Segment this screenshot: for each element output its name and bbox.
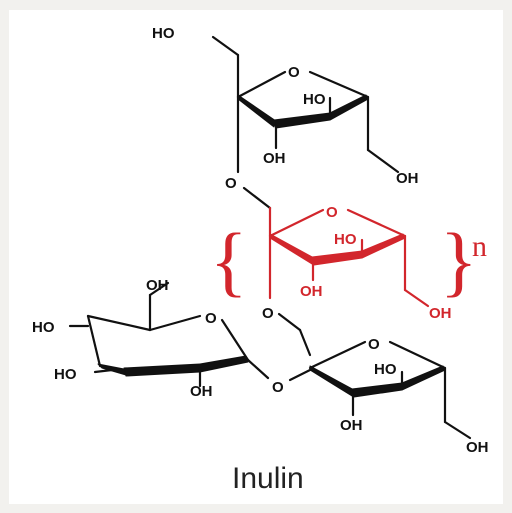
bottom-fructose-ring: O HO OH OH xyxy=(308,336,489,456)
bottom-c3-oh-label: OH xyxy=(340,417,363,434)
top-ch2-oh-bond xyxy=(211,35,240,57)
red-ch2-oh-bond xyxy=(403,288,430,308)
red-c3-oh-label: OH xyxy=(300,283,323,300)
right-brace: } xyxy=(440,217,477,304)
top-glycosidic-oxygen-label: O xyxy=(225,175,237,192)
red-c4-ho-label: HO xyxy=(334,231,357,248)
glucose-ch2-oh-bond xyxy=(148,281,170,297)
glucose-wedge-bottom-right xyxy=(199,355,249,373)
top-c6-oh-label: OH xyxy=(396,170,419,187)
top-o-to-red-ch2-bond xyxy=(242,186,272,210)
repeating-fructose-unit: { } n O HO OH OH xyxy=(210,204,487,322)
top-ho-label: HO xyxy=(152,25,175,42)
glucose-c4-ho-label: HO xyxy=(32,319,55,336)
top-ring-wedge-front xyxy=(273,112,331,129)
glucose-top-right-bond xyxy=(148,314,202,332)
glucose-top-left-bond xyxy=(86,314,152,332)
bottom-ch2-oh-bond xyxy=(443,420,472,440)
bottom-ch2-bond xyxy=(298,328,312,357)
diagram-card xyxy=(9,10,503,504)
bottom-ring-back-left-bond xyxy=(308,340,367,370)
bottom-ring-back-right-bond xyxy=(388,340,447,370)
glucose-ring-oxygen-label: O xyxy=(205,310,217,327)
bottom-ring-oxygen-label: O xyxy=(368,336,380,353)
top-c3-oh-label: OH xyxy=(263,150,286,167)
top-ch2-oh2-bond xyxy=(366,148,400,174)
top-ring-wedge-right xyxy=(329,94,369,121)
bottom-c6-oh-label: OH xyxy=(466,439,489,456)
top-ring-back-right-bond xyxy=(308,70,370,99)
red-ring-wedge-left xyxy=(269,233,315,265)
glucose-c3-oh-bond xyxy=(93,368,114,374)
red-ring-back-right-bond xyxy=(346,208,407,238)
bottom-ring-wedge-left xyxy=(309,365,355,397)
glucose-c1-o-bond xyxy=(246,358,270,380)
red-ring-back-left-bond xyxy=(268,208,325,238)
top-fructose-ring: HO O HO OH OH O xyxy=(152,25,419,192)
red-ring-wedge-right xyxy=(361,233,406,259)
red-c6-oh-label: OH xyxy=(429,305,452,322)
top-c4-ho-label: HO xyxy=(303,91,326,108)
red-ring-wedge-front xyxy=(311,250,363,266)
middle-glycosidic-oxygen-label: O xyxy=(262,305,274,322)
top-ring-wedge-left xyxy=(237,94,277,128)
diagram-title: Inulin xyxy=(232,462,304,495)
glucose-left-vertical-bond xyxy=(86,314,102,368)
glucose-c3-ho-label: HO xyxy=(54,366,77,383)
glucose-wedge-bottom xyxy=(123,363,201,377)
glucose-c2-oh-label: OH xyxy=(190,383,213,400)
bottom-ring-wedge-right xyxy=(401,365,446,391)
bottom-c4-ho-label: HO xyxy=(374,361,397,378)
middle-o-to-ch2-bond xyxy=(277,312,302,332)
top-ring-oxygen-label: O xyxy=(288,64,300,81)
bottom-ring-wedge-front xyxy=(351,382,403,398)
glucose-ring: OH O HO HO OH O xyxy=(32,277,312,400)
top-ring-back-left-bond xyxy=(236,70,287,99)
glucose-ring-o-right-bond xyxy=(220,318,250,362)
repeat-count-label: n xyxy=(472,230,487,263)
left-brace: { xyxy=(210,217,247,304)
glucose-c6-oh-label: OH xyxy=(146,277,169,294)
o-to-fructose-c2-bond xyxy=(288,368,312,382)
red-ring-oxygen-label: O xyxy=(326,204,338,221)
sucrose-glycosidic-oxygen-label: O xyxy=(272,379,284,396)
